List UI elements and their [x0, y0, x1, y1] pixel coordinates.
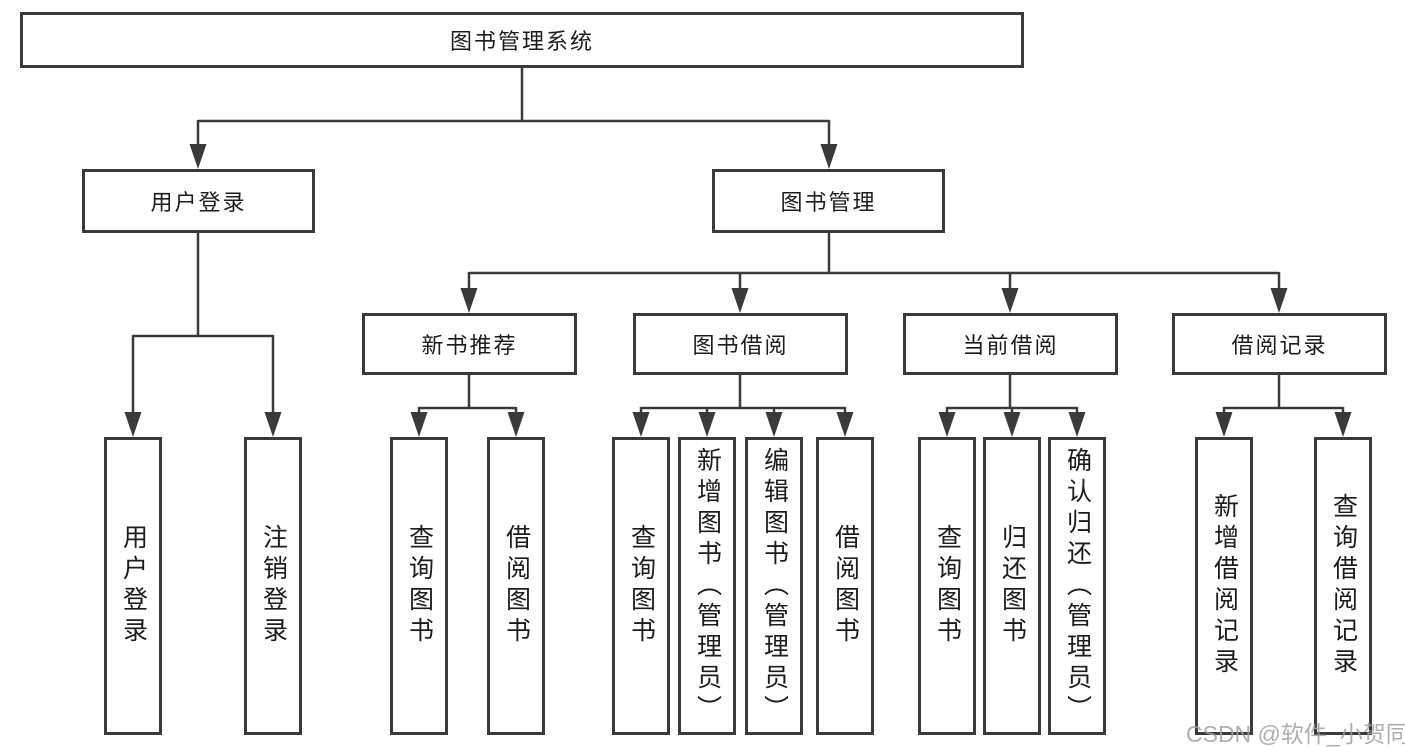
leaf-cb-confirm-return-admin: 确认归还（管理员）	[1048, 437, 1106, 735]
leaf-cb-query-books-label: 查询图书	[933, 524, 962, 648]
node-book-management-label: 图书管理	[780, 190, 877, 215]
node-borrowing-records: 借阅记录	[1172, 313, 1387, 375]
connector-root	[189, 68, 838, 169]
leaf-user-login-label: 用户登录	[119, 524, 148, 648]
leaf-br-query-record: 查询借阅记录	[1314, 437, 1372, 735]
node-user-login-label: 用户登录	[150, 190, 247, 215]
leaf-br-query-record-label: 查询借阅记录	[1329, 493, 1358, 679]
leaf-logout-label: 注销登录	[259, 524, 288, 648]
leaf-bb-add-books-admin: 新增图书（管理员）	[678, 437, 736, 735]
leaf-bb-add-books-admin-label: 新增图书（管理员）	[693, 446, 722, 726]
connector-current-borrowing	[938, 375, 1086, 437]
leaf-nbr-query-books: 查询图书	[390, 437, 448, 735]
leaf-bb-query-books-label: 查询图书	[627, 524, 656, 648]
leaf-bb-query-books: 查询图书	[612, 437, 670, 735]
leaf-nbr-query-books-label: 查询图书	[405, 524, 434, 648]
leaf-br-add-record: 新增借阅记录	[1195, 437, 1253, 735]
leaf-bb-borrow-books-label: 借阅图书	[831, 524, 860, 648]
node-user-login: 用户登录	[82, 169, 315, 233]
leaf-bb-borrow-books: 借阅图书	[816, 437, 874, 735]
leaf-cb-return-books: 归还图书	[983, 437, 1041, 735]
connector-user-login	[124, 233, 282, 437]
leaf-cb-query-books: 查询图书	[918, 437, 976, 735]
node-root-label: 图书管理系统	[449, 29, 594, 54]
node-book-management: 图书管理	[712, 169, 945, 233]
node-root: 图书管理系统	[20, 12, 1024, 68]
leaf-bb-edit-books-admin-label: 编辑图书（管理员）	[760, 446, 789, 726]
connector-book-management	[460, 233, 1288, 313]
leaf-nbr-borrow-books: 借阅图书	[487, 437, 545, 735]
leaf-cb-return-books-label: 归还图书	[998, 524, 1027, 648]
node-current-borrowing-label: 当前借阅	[962, 333, 1059, 358]
leaf-br-add-record-label: 新增借阅记录	[1210, 493, 1239, 679]
connector-borrowing-records	[1215, 375, 1352, 437]
leaf-cb-confirm-return-admin-label: 确认归还（管理员）	[1063, 446, 1092, 726]
connector-new-book-recommendation	[410, 375, 525, 437]
node-new-book-recommendation-label: 新书推荐	[421, 333, 518, 358]
leaf-nbr-borrow-books-label: 借阅图书	[502, 524, 531, 648]
leaf-user-login: 用户登录	[104, 437, 162, 735]
node-book-borrowing-label: 图书借阅	[692, 333, 789, 358]
node-borrowing-records-label: 借阅记录	[1231, 333, 1328, 358]
node-book-borrowing: 图书借阅	[633, 313, 848, 375]
leaf-bb-edit-books-admin: 编辑图书（管理员）	[745, 437, 803, 735]
csdn-watermark: CSDN @软件_小贺同学	[1186, 721, 1405, 747]
leaf-logout: 注销登录	[244, 437, 302, 735]
node-new-book-recommendation: 新书推荐	[362, 313, 577, 375]
node-current-borrowing: 当前借阅	[903, 313, 1118, 375]
connector-book-borrowing	[632, 375, 854, 437]
